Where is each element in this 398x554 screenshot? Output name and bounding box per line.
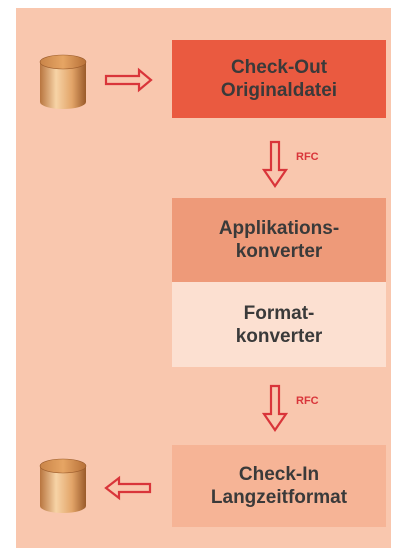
checkout-box: Check-Out Originaldatei (172, 40, 386, 118)
rfc-label: RFC (296, 151, 319, 163)
database-icon (39, 54, 87, 109)
applikationskonverter-box: Applikations- konverter (172, 198, 386, 282)
applikationskonverter-label: Applikations- konverter (218, 218, 340, 262)
formatkonverter-label: Format- konverter (235, 302, 323, 347)
checkout-label: Check-Out Originaldatei (220, 57, 338, 101)
double-arrow-down-icon (261, 384, 289, 432)
double-arrow-down-icon (261, 140, 289, 188)
database-icon (39, 458, 87, 513)
checkin-box: Check-In Langzeitformat (172, 445, 386, 527)
rfc-label: RFC (296, 395, 319, 407)
formatkonverter-box: Format- konverter (172, 282, 386, 367)
double-arrow-left-icon (104, 475, 152, 501)
checkin-label: Check-In Langzeitformat (210, 464, 348, 508)
double-arrow-right-icon (104, 67, 153, 93)
